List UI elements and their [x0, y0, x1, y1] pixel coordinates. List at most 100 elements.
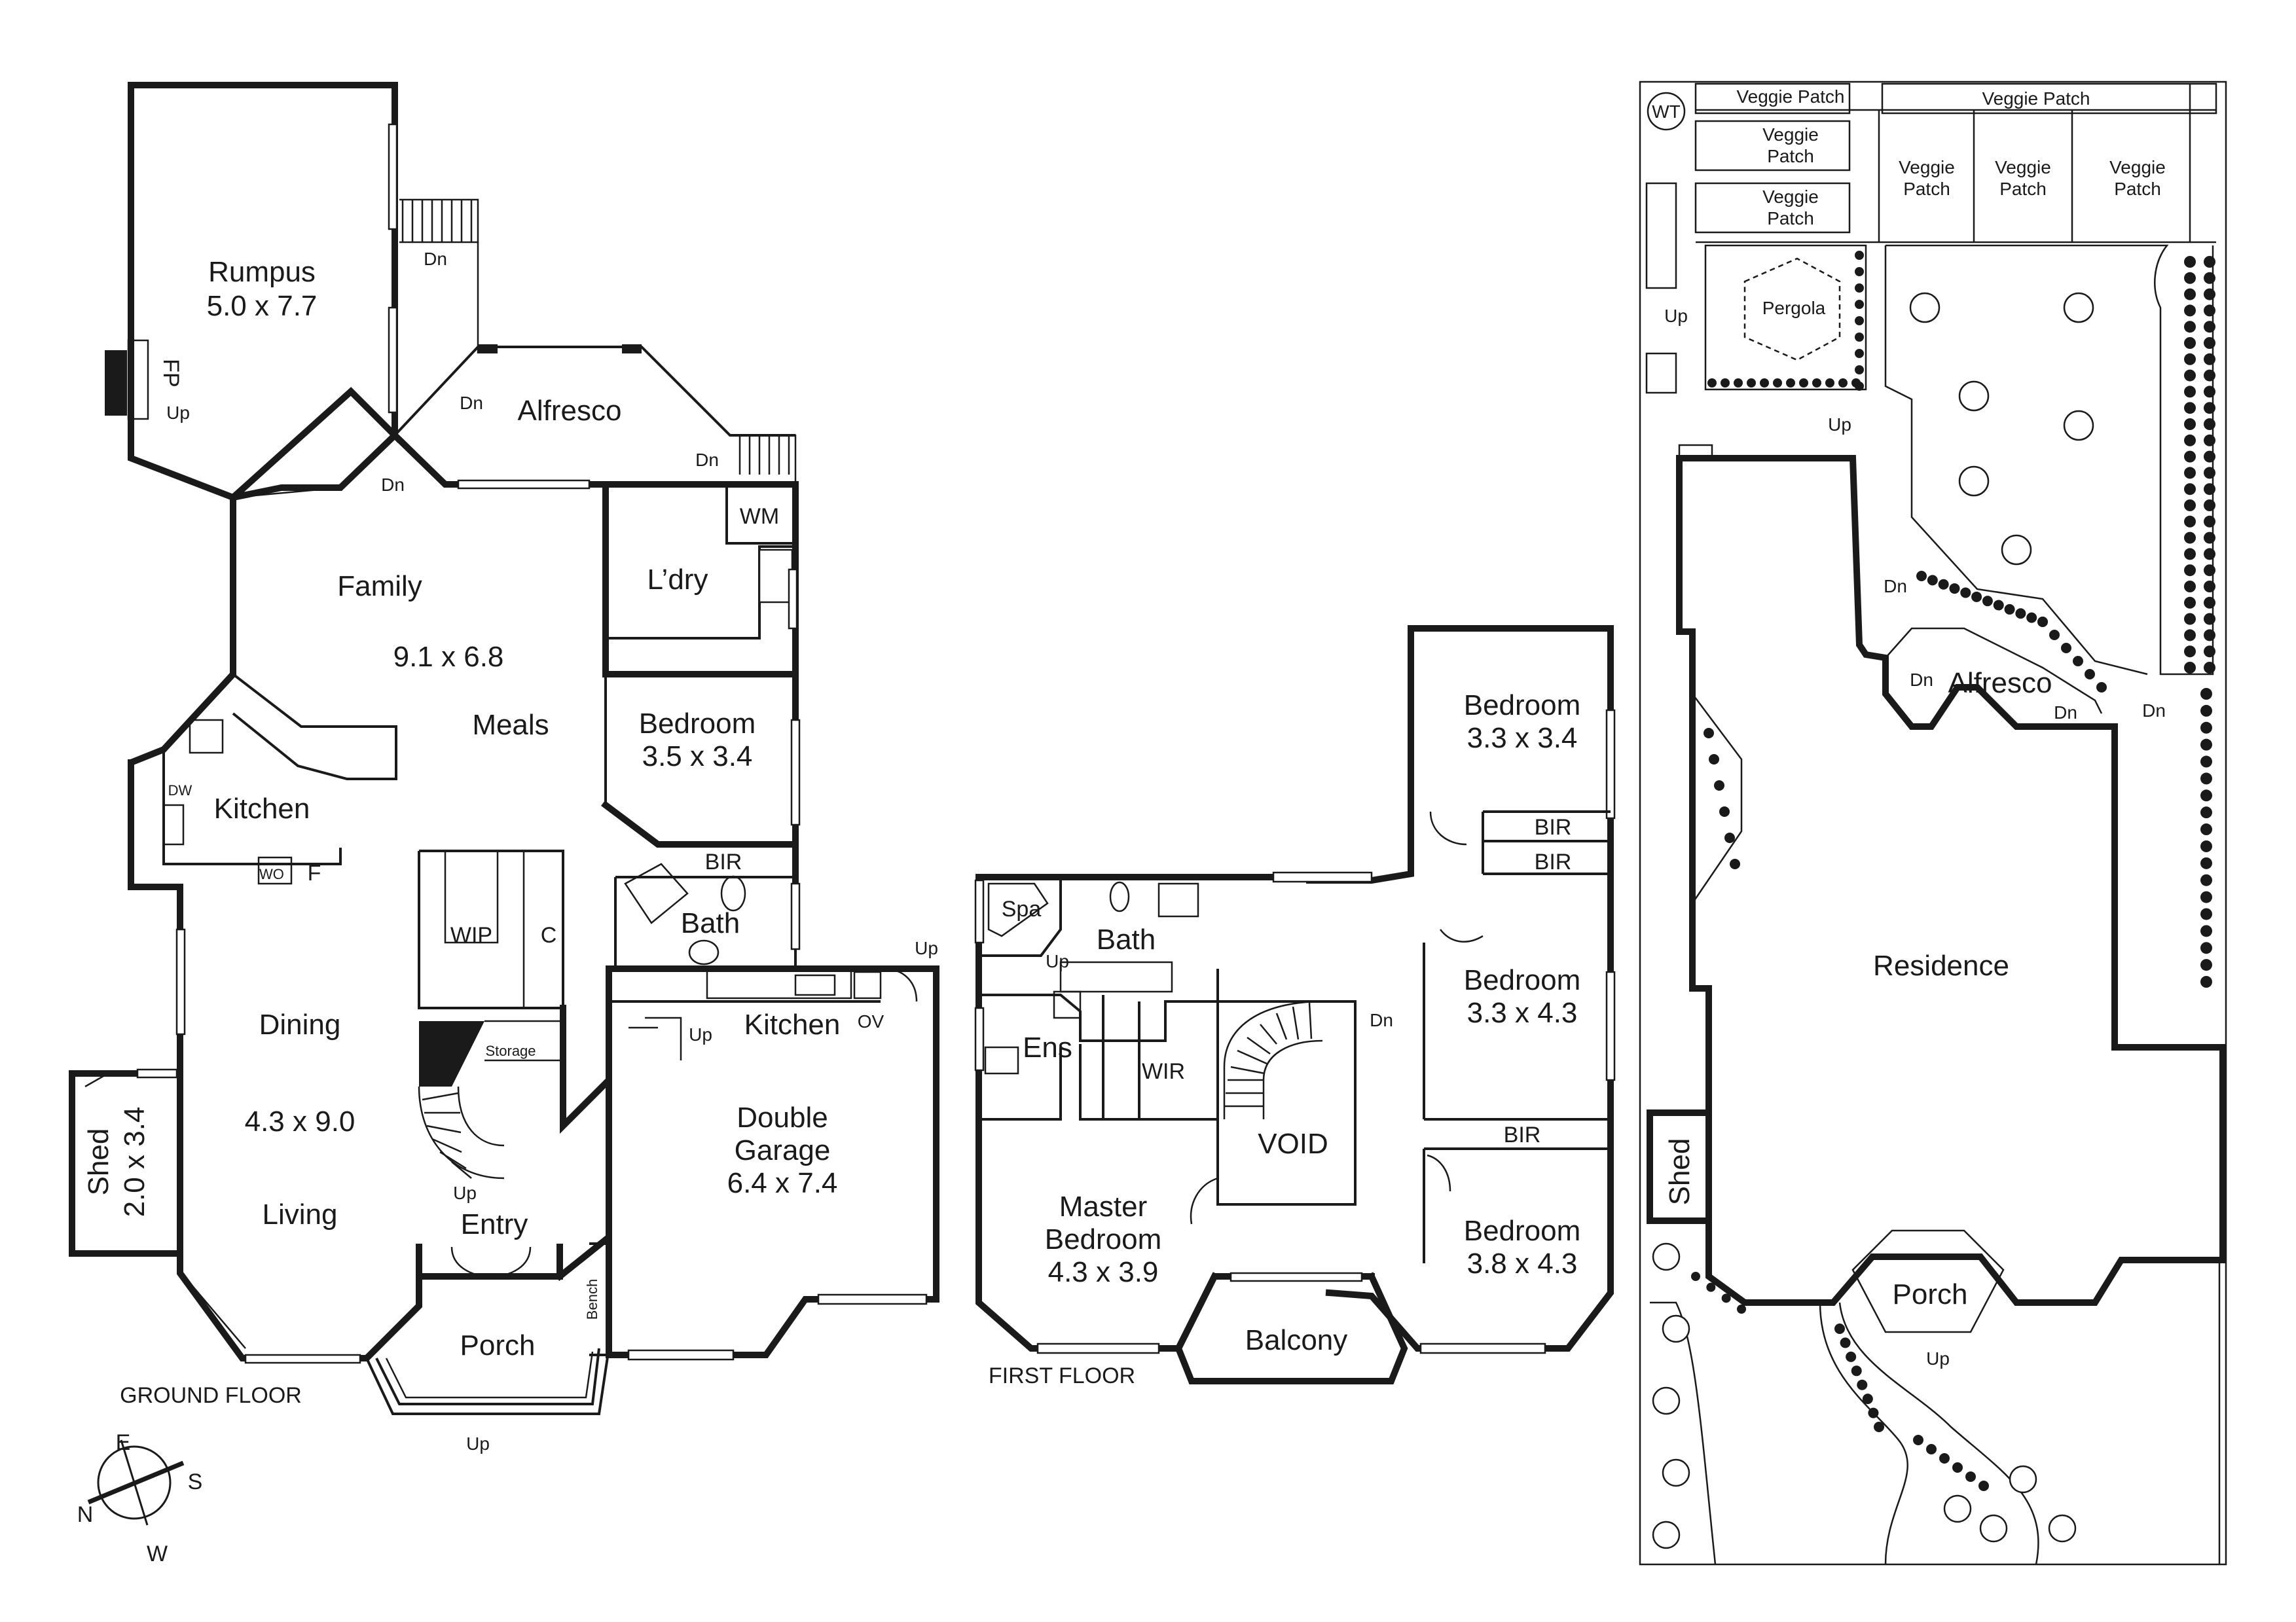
hedge-dot [2184, 613, 2196, 625]
hedge-dot [2184, 532, 2196, 544]
hedge-dot [1786, 378, 1795, 387]
alfresco-label: Alfresco [518, 395, 622, 427]
dw-label: DW [168, 782, 192, 799]
hedge-dot [2204, 483, 2215, 496]
hedge-dot [2204, 662, 2215, 674]
site-veggie-patch: Veggie Patch [1982, 88, 2090, 109]
hedge-dot [2184, 288, 2196, 300]
f-label: F [308, 861, 321, 886]
hedge-dot [2204, 386, 2215, 398]
bedroom-size: 3.5 x 3.4 [642, 740, 753, 772]
hedge-dot [1799, 378, 1808, 387]
ff-bir1-label: BIR [1535, 815, 1572, 840]
hedge-dot [1978, 1481, 1989, 1491]
stair-up-label: Up [915, 938, 938, 958]
hedge-dot [2184, 581, 2196, 592]
ff-bedroom1-size: 3.3 x 3.4 [1467, 722, 1578, 754]
hedge-dot [2200, 721, 2212, 734]
living-label: Living [263, 1198, 338, 1231]
hedge-dot [2184, 450, 2196, 463]
site-veggie: Veggie [1899, 157, 1955, 177]
hedge-dot [2204, 564, 2215, 577]
hedge-dot [1949, 583, 1960, 594]
stair-up-label: Up [689, 1024, 712, 1045]
stair-up-label: Up [1664, 306, 1688, 326]
site-residence: Residence [1873, 950, 2009, 982]
ff-bedroom3-label: Bedroom [1464, 1215, 1581, 1247]
bedroom-label: Bedroom [639, 708, 756, 740]
hedge-dot [2184, 483, 2196, 496]
ff-master-label: Master [1059, 1191, 1147, 1223]
hedge-dot [1721, 1293, 1731, 1303]
ff-bedroom2-size: 3.3 x 4.3 [1467, 997, 1578, 1029]
hedge-dot [2204, 499, 2215, 511]
ff-ens-label: Ens [1023, 1032, 1072, 1064]
stair-dn-label: Dn [2054, 702, 2077, 723]
hedge-dot [2184, 402, 2196, 414]
site-porch: Porch [1893, 1278, 1968, 1310]
ff-bedroom3-size: 3.8 x 4.3 [1467, 1248, 1578, 1280]
hedge-dot [2085, 669, 2095, 679]
stair-up-label: Up [1046, 951, 1069, 971]
hedge-dot [1846, 1351, 1857, 1362]
hedge-dot [1737, 1305, 1746, 1314]
hedge-dot [1913, 1435, 1923, 1445]
compass-s: S [188, 1469, 203, 1494]
hedge-dot [2184, 645, 2196, 658]
ff-balcony-label: Balcony [1245, 1324, 1348, 1356]
compass-w: W [147, 1541, 168, 1566]
labels: Rumpus 5.0 x 7.7 FP Up Dn Dn Dn Dn Alfre… [77, 86, 2166, 1566]
hedge-dot [1952, 1462, 1963, 1473]
hedge-dot [2184, 515, 2196, 528]
site-veggie: Veggie [2109, 157, 2166, 177]
hedge-dot [1706, 1282, 1716, 1292]
site-patch: Patch [1767, 208, 1814, 228]
site-plan [1639, 81, 2227, 1566]
hedge-dot [2184, 418, 2196, 430]
stair-up-label: Up [1828, 414, 1851, 435]
hedge-dot [1855, 316, 1864, 325]
hedge-dot [2184, 499, 2196, 511]
rumpus-size: 5.0 x 7.7 [207, 290, 318, 322]
hedge-dot [2184, 321, 2196, 333]
hedge-dot [1747, 378, 1756, 387]
hedge-dot [2200, 688, 2212, 700]
stair-dn-label: Dn [1884, 576, 1907, 596]
bath-label: Bath [681, 907, 740, 939]
ff-bath-label: Bath [1097, 924, 1156, 956]
hedge-dot [1721, 378, 1730, 387]
site-patch: Patch [2114, 179, 2161, 199]
ff-bedroom2-label: Bedroom [1464, 964, 1581, 996]
bench-label: Bench [584, 1279, 600, 1320]
hedge-dot [2200, 874, 2212, 886]
hedge-dot [2204, 434, 2215, 446]
shed-size: 2.0 x 3.4 [118, 1107, 151, 1217]
fp-label: FP [158, 359, 183, 387]
hedge-dot [2204, 288, 2215, 300]
hedge-dot [1960, 587, 1971, 598]
ff-master-size: 4.3 x 3.9 [1048, 1256, 1159, 1288]
site-veggie-patch: Veggie Patch [1736, 86, 1844, 107]
first-floor-plan [974, 625, 1616, 1384]
hedge-dot [2204, 321, 2215, 333]
hedge-dot [1825, 378, 1834, 387]
hedge-dot [2184, 256, 2196, 268]
stair-dn-label: Dn [695, 450, 719, 470]
hedge-dot [1719, 806, 1730, 817]
meals-label: Meals [472, 709, 549, 741]
hedge-dot [1851, 1365, 1862, 1377]
hedge-dot [2200, 976, 2212, 988]
hedge-dot [2184, 467, 2196, 479]
ff-bir2-label: BIR [1535, 850, 1572, 874]
hedge-dot [2184, 386, 2196, 398]
ov-label: OV [858, 1011, 884, 1032]
hedge-dot [2200, 908, 2212, 920]
hedge-dot [2184, 564, 2196, 577]
hedge-dot [2200, 738, 2212, 751]
hedge-dot [1724, 833, 1735, 843]
hedge-dots [1691, 251, 2215, 1491]
hedge-dot [1926, 1444, 1937, 1454]
hedge-dot [1840, 1337, 1851, 1348]
shed-label: Shed [82, 1128, 115, 1196]
